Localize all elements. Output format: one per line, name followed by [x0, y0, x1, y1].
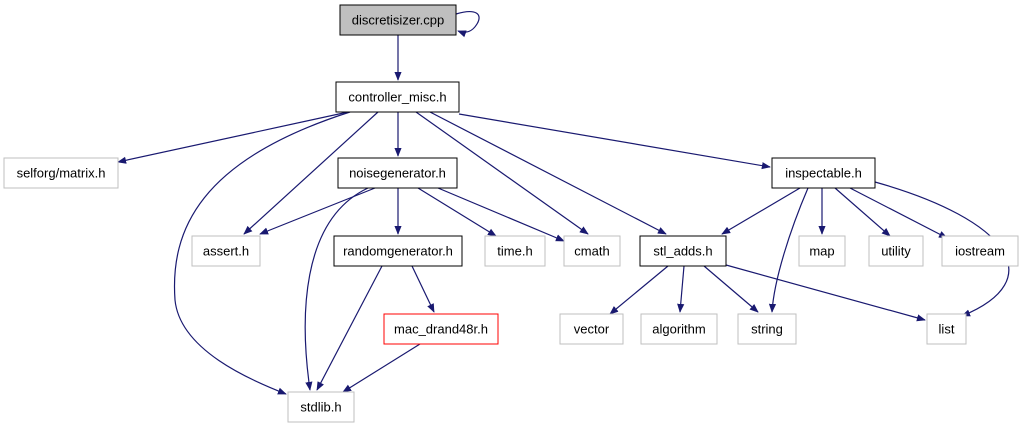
node-vector: vector — [559, 313, 624, 345]
edge-controller-misc-to-inspectable — [458, 113, 771, 170]
edge-stl-adds-to-list — [725, 264, 926, 322]
node-randomgenerator[interactable]: randomgenerator.h — [333, 235, 463, 267]
node-stdlib: stdlib.h — [287, 391, 355, 423]
node-box — [737, 313, 797, 345]
node-label: inspectable.h — [785, 166, 862, 181]
edge-controller-misc-to-assert — [243, 111, 379, 235]
node-box — [339, 4, 457, 36]
node-label: map — [809, 244, 834, 259]
node-box — [287, 391, 355, 423]
edge-stl-adds-to-algorithm — [677, 265, 685, 313]
node-label: utility — [881, 244, 911, 259]
node-assert: assert.h — [191, 235, 261, 267]
edge-noisegenerator-to-time — [417, 187, 497, 237]
node-box — [563, 235, 621, 267]
node-utility: utility — [868, 235, 924, 267]
node-discretisizer[interactable]: discretisizer.cpp — [339, 4, 457, 36]
edges-layer — [117, 11, 1010, 395]
node-label: cmath — [574, 244, 609, 259]
node-label: randomgenerator.h — [343, 244, 453, 259]
node-mac-drand48r: mac_drand48r.h — [383, 313, 499, 345]
node-iostream: iostream — [941, 235, 1019, 267]
node-box — [335, 81, 460, 113]
node-label: selforg/matrix.h — [17, 166, 106, 181]
node-box — [3, 157, 119, 189]
node-controller-misc[interactable]: controller_misc.h — [335, 81, 460, 113]
node-box — [926, 313, 967, 345]
node-label: stl_adds.h — [653, 244, 712, 259]
node-label: time.h — [497, 244, 532, 259]
node-noisegenerator[interactable]: noisegenerator.h — [337, 157, 458, 189]
edge-inspectable-to-stl-adds — [721, 187, 801, 235]
node-cmath: cmath — [563, 235, 621, 267]
edge-inspectable-to-utility — [834, 187, 891, 237]
edge-controller-misc-to-selforg-matrix — [117, 111, 349, 164]
edge-randomgenerator-to-stdlib — [316, 265, 383, 391]
node-inspectable[interactable]: inspectable.h — [771, 157, 876, 189]
node-label: controller_misc.h — [348, 90, 446, 105]
node-box — [798, 235, 846, 267]
edge-inspectable-to-string — [768, 187, 809, 313]
node-list: list — [926, 313, 967, 345]
node-label: stdlib.h — [300, 400, 341, 415]
node-selforg-matrix: selforg/matrix.h — [3, 157, 119, 189]
node-stl-adds[interactable]: stl_adds.h — [639, 235, 727, 267]
node-string: string — [737, 313, 797, 345]
edge-controller-misc-to-stl-adds — [429, 111, 667, 235]
node-box — [868, 235, 924, 267]
node-label: mac_drand48r.h — [394, 322, 488, 337]
node-label: discretisizer.cpp — [352, 13, 444, 28]
node-box — [383, 313, 499, 345]
node-algorithm: algorithm — [640, 313, 718, 345]
edge-noisegenerator-to-assert — [259, 187, 376, 235]
node-box — [640, 313, 718, 345]
node-box — [559, 313, 624, 345]
node-label: string — [751, 322, 783, 337]
edge-controller-misc-to-stdlib — [173, 111, 351, 395]
node-label: noisegenerator.h — [349, 166, 446, 181]
edge-inspectable-to-iostream — [849, 187, 948, 239]
node-label: vector — [574, 322, 610, 337]
edge-noisegenerator-to-stdlib — [304, 187, 369, 391]
node-box — [191, 235, 261, 267]
edge-randomgenerator-to-mac-drand48r — [411, 265, 435, 313]
edge-mac-drand48r-to-stdlib — [342, 343, 421, 393]
edge-stl-adds-to-string — [703, 265, 759, 313]
node-label: list — [939, 322, 955, 337]
edge-controller-misc-to-cmath — [415, 111, 589, 235]
node-label: algorithm — [652, 322, 705, 337]
node-label: assert.h — [203, 244, 249, 259]
node-box — [333, 235, 463, 267]
node-time: time.h — [484, 235, 546, 267]
node-box — [484, 235, 546, 267]
node-label: iostream — [955, 244, 1005, 259]
node-box — [771, 157, 876, 189]
edge-discretisizer-to-discretisizer — [455, 11, 480, 38]
edge-stl-adds-to-vector — [609, 265, 669, 315]
node-map: map — [798, 235, 846, 267]
node-box — [941, 235, 1019, 267]
node-box — [337, 157, 458, 189]
edge-noisegenerator-to-cmath — [437, 187, 565, 242]
node-box — [639, 235, 727, 267]
nodes-layer: discretisizer.cpp controller_misc.hselfor… — [3, 4, 1019, 423]
